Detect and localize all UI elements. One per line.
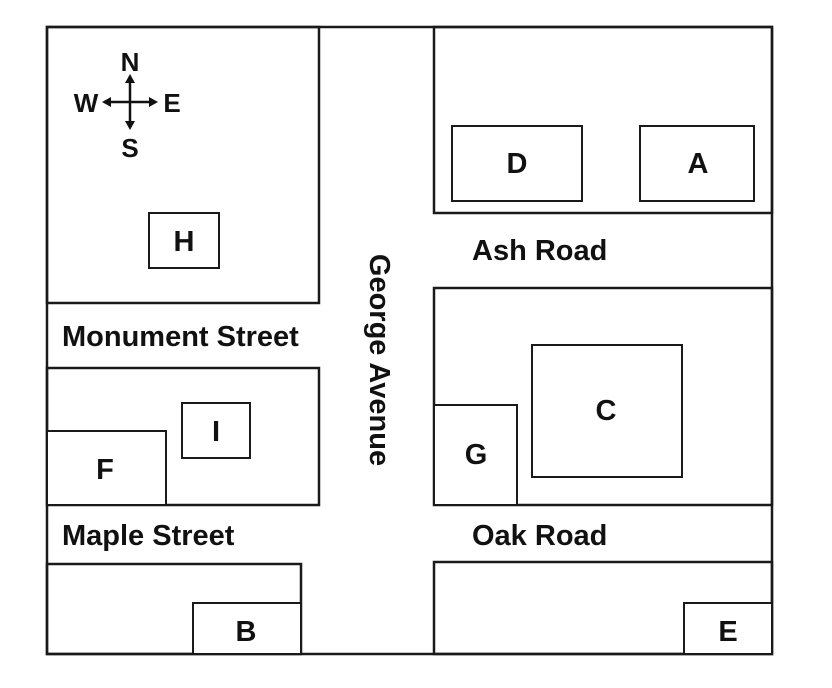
building-g-label: G bbox=[465, 439, 488, 471]
oak-road-label: Oak Road bbox=[472, 520, 607, 552]
compass-south-label: S bbox=[121, 133, 138, 163]
building-b-label: B bbox=[236, 616, 257, 648]
george-avenue-label: George Avenue bbox=[363, 254, 395, 466]
building-g bbox=[433, 404, 518, 506]
building-e-label: E bbox=[718, 616, 737, 648]
compass-north-label: N bbox=[121, 47, 140, 77]
building-h-label: H bbox=[174, 226, 195, 258]
building-h bbox=[148, 212, 220, 269]
monument-street-label: Monument Street bbox=[62, 321, 299, 353]
maple-street-label: Maple Street bbox=[62, 520, 235, 552]
building-b bbox=[192, 602, 302, 655]
building-d-label: D bbox=[507, 148, 528, 180]
building-a bbox=[639, 125, 755, 202]
building-c bbox=[531, 344, 683, 478]
building-f bbox=[46, 430, 167, 506]
map-border bbox=[45, 25, 774, 656]
building-d bbox=[451, 125, 583, 202]
building-e bbox=[683, 602, 773, 655]
compass-rose-icon: N S W E bbox=[74, 47, 181, 163]
building-i-label: I bbox=[212, 416, 220, 448]
ash-road-label: Ash Road bbox=[472, 235, 607, 267]
building-c-label: C bbox=[596, 395, 617, 427]
building-a-label: A bbox=[688, 148, 709, 180]
compass-west-label: W bbox=[74, 88, 99, 118]
compass-east-label: E bbox=[163, 88, 180, 118]
building-f-label: F bbox=[96, 454, 114, 486]
building-i bbox=[181, 402, 251, 459]
